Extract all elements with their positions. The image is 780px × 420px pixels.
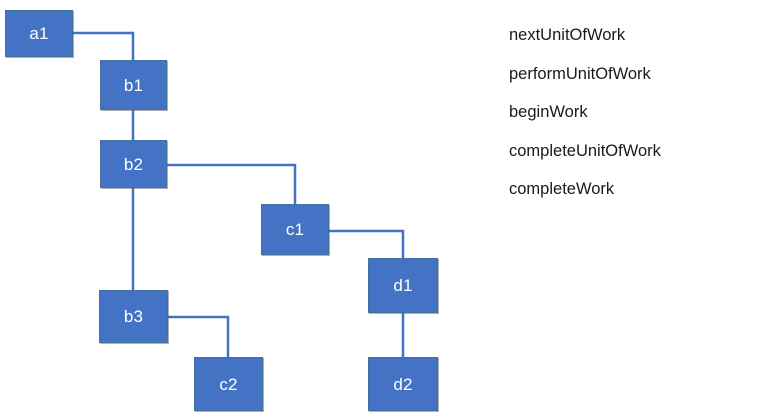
node-label-b3: b3 bbox=[123, 307, 144, 326]
node-b1[interactable]: b1 bbox=[100, 60, 167, 110]
legend-item-begin-work: beginWork bbox=[509, 103, 588, 121]
node-label-a1: a1 bbox=[29, 24, 49, 43]
node-d1[interactable]: d1 bbox=[368, 258, 438, 313]
node-b3[interactable]: b3 bbox=[99, 290, 168, 343]
node-b2[interactable]: b2 bbox=[100, 140, 167, 188]
legend-item-complete-unit-of-work: completeUnitOfWork bbox=[509, 141, 661, 160]
node-label-b2: b2 bbox=[123, 154, 144, 174]
connector-a1-b1 bbox=[73, 31, 135, 60]
connector-b2-c1 bbox=[167, 163, 297, 204]
node-label-c2: c2 bbox=[219, 374, 238, 394]
function-name-legend: nextUnitOfWork performUnitOfWork beginWork… bbox=[509, 27, 759, 220]
node-label-b1: b1 bbox=[123, 75, 144, 95]
legend-item-perform-unit-of-work: performUnitOfWork bbox=[509, 64, 651, 83]
node-d2[interactable]: d2 bbox=[368, 357, 438, 411]
node-label-d1: d1 bbox=[393, 276, 413, 295]
legend-item-next-unit-of-work: nextUnitOfWork bbox=[509, 26, 626, 44]
node-a1[interactable]: a1 bbox=[5, 10, 73, 57]
node-c1[interactable]: c1 bbox=[261, 204, 329, 255]
node-label-c1: c1 bbox=[285, 220, 305, 239]
node-label-d2: d2 bbox=[393, 374, 413, 394]
connector-b3-c2 bbox=[168, 315, 230, 357]
legend-item-complete-work: completeWork bbox=[509, 180, 615, 198]
connector-c1-d1 bbox=[329, 229, 405, 258]
node-c2[interactable]: c2 bbox=[194, 357, 263, 411]
